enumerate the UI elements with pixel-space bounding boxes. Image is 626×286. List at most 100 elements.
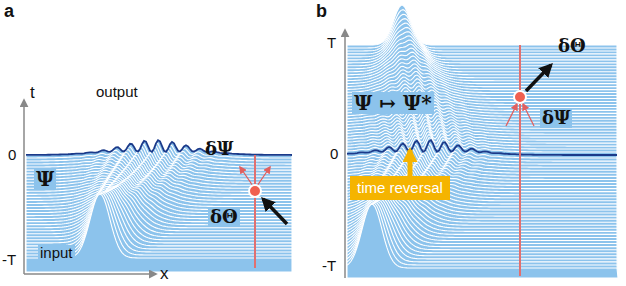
wave-line xyxy=(347,162,618,278)
wave-line xyxy=(347,195,618,278)
probe-line xyxy=(519,45,521,276)
wave-line xyxy=(26,193,292,272)
label: δΨ xyxy=(205,139,233,159)
wave-line xyxy=(347,169,618,278)
wave-line xyxy=(347,140,618,278)
wave-line xyxy=(347,27,618,278)
wave-line xyxy=(347,96,618,278)
wave-line xyxy=(347,171,618,278)
wave-line xyxy=(347,52,618,278)
label: T xyxy=(327,35,336,52)
wave-line xyxy=(347,103,618,278)
wave-line xyxy=(347,48,618,278)
wave-line xyxy=(347,196,618,278)
wave-line xyxy=(347,204,618,278)
wave-line xyxy=(347,83,618,278)
label: δΨ xyxy=(540,108,572,128)
wave-line xyxy=(347,192,618,278)
wave-line xyxy=(347,90,618,278)
label: t xyxy=(30,84,35,103)
wave-line xyxy=(347,167,618,278)
label-box: time reversal xyxy=(350,176,450,200)
wave-line xyxy=(26,140,292,272)
wave-line xyxy=(347,200,618,278)
wave-line xyxy=(26,167,292,272)
wave-line xyxy=(26,172,292,272)
label: 0 xyxy=(8,147,16,164)
wave-line xyxy=(347,32,618,278)
delta-psi-arrow xyxy=(240,167,253,186)
delta-psi-arrow xyxy=(523,104,534,126)
wave-line xyxy=(347,176,618,278)
wave-line xyxy=(347,146,618,278)
wave-line xyxy=(347,116,618,278)
wave-line xyxy=(26,165,292,272)
wave-line xyxy=(26,177,292,272)
label: -T xyxy=(2,252,16,269)
wave-line xyxy=(347,160,618,278)
wave-line xyxy=(26,187,292,272)
wave-line xyxy=(347,19,618,278)
wave-line xyxy=(347,100,618,278)
label: Ψ xyxy=(34,168,56,190)
wave-line xyxy=(347,113,618,278)
wave-line xyxy=(347,151,618,278)
wave-line xyxy=(347,60,618,278)
wave-line xyxy=(26,160,292,272)
wave-line xyxy=(26,184,292,272)
label: Ψ ↦ Ψ* xyxy=(352,92,434,114)
wave-line xyxy=(347,156,618,278)
wave-line xyxy=(26,191,292,272)
wave-line xyxy=(347,79,618,278)
wave-line xyxy=(347,23,618,278)
wave-line xyxy=(347,153,618,278)
wave-line xyxy=(26,163,292,272)
wave-line xyxy=(347,123,618,278)
wave-line xyxy=(26,151,292,272)
wave-line xyxy=(26,185,292,272)
wave-line xyxy=(347,86,618,278)
wave-line xyxy=(347,44,618,278)
wave-line xyxy=(347,64,618,278)
wave-line xyxy=(26,181,292,272)
wave-line xyxy=(347,193,618,278)
wave-line xyxy=(347,198,618,278)
wave-line xyxy=(26,153,292,272)
wave-line xyxy=(347,120,618,278)
wave-line xyxy=(347,106,618,278)
wave-line xyxy=(26,174,292,272)
probe-line xyxy=(254,155,256,268)
label: output xyxy=(96,84,138,101)
wave-line xyxy=(26,156,292,272)
wave-line xyxy=(347,201,618,278)
box-text: time reversal xyxy=(357,179,450,197)
delta-theta-arrow xyxy=(526,65,551,91)
wave-line xyxy=(347,202,618,278)
wave-line xyxy=(26,190,292,272)
wave-line xyxy=(347,72,618,278)
wave-line xyxy=(347,175,618,278)
wave-line xyxy=(26,194,292,272)
label: δΘ xyxy=(558,36,586,56)
wave-line xyxy=(347,40,618,278)
label: x xyxy=(160,265,169,284)
overlay-marks xyxy=(24,30,551,278)
wave-line xyxy=(347,129,618,278)
label: b xyxy=(316,2,327,22)
wave-line xyxy=(347,132,618,278)
wave-line xyxy=(347,165,618,278)
wave-line xyxy=(347,5,618,278)
wave-line xyxy=(26,180,292,272)
wave-line xyxy=(26,143,292,272)
label: a xyxy=(4,2,14,22)
wave-line xyxy=(347,178,618,278)
wave-line xyxy=(347,110,618,278)
wave-line xyxy=(26,188,292,272)
wave-line xyxy=(347,93,618,278)
wave-line xyxy=(347,138,618,278)
wave-line xyxy=(347,125,618,278)
wave-line xyxy=(26,171,292,272)
wave-line xyxy=(347,159,618,278)
wave-line xyxy=(347,203,618,278)
